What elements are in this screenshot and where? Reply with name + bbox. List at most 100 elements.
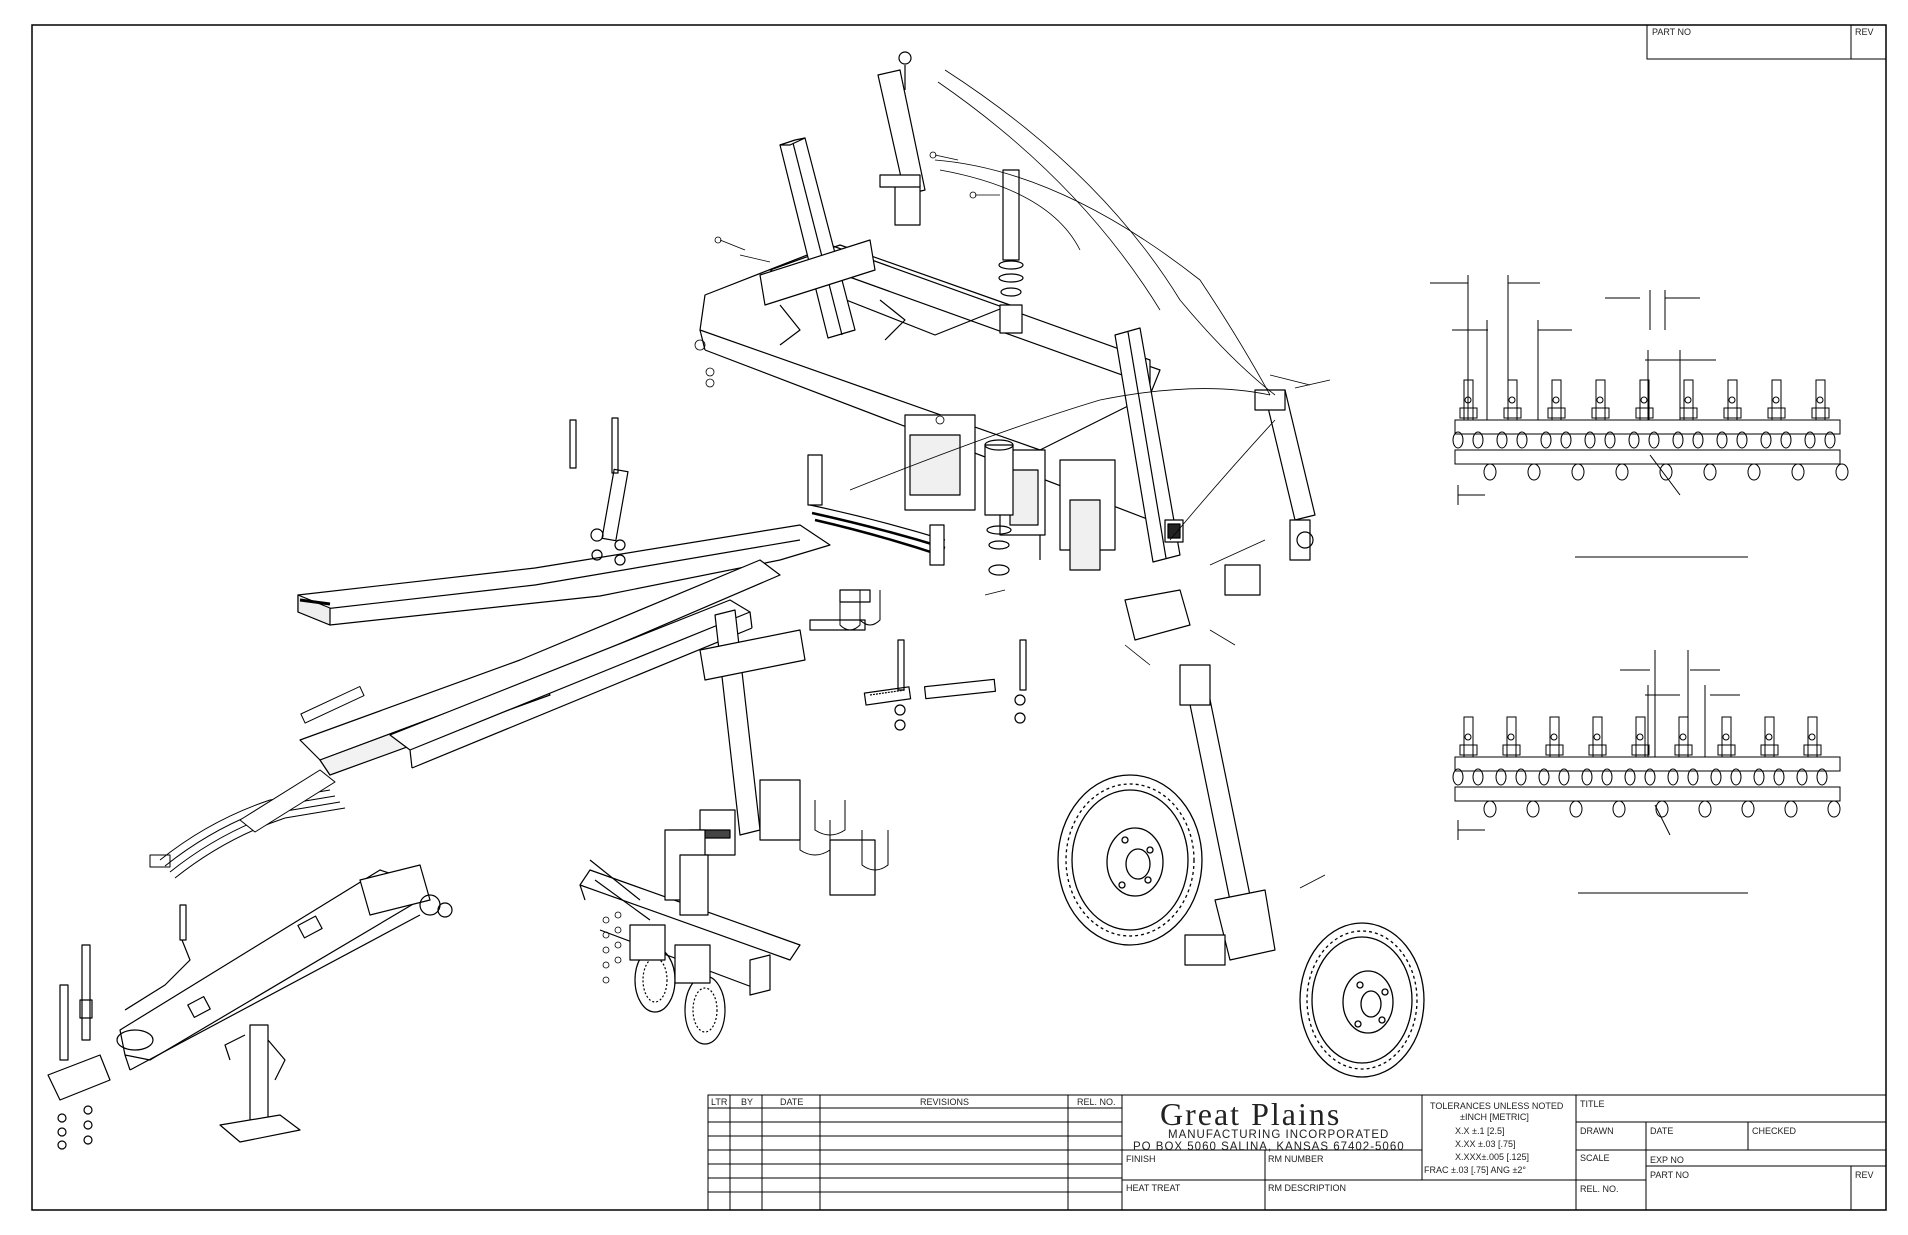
disc (1452, 768, 1464, 786)
bolt (1679, 733, 1687, 741)
bolt (1816, 396, 1824, 404)
row-unit-clamp (1547, 407, 1566, 419)
left-upright (759, 137, 876, 339)
rear-disc (1747, 463, 1761, 481)
rear-disc (1483, 800, 1497, 818)
bolt (1596, 396, 1604, 404)
disc (1667, 768, 1679, 786)
rear-disc (1827, 800, 1841, 818)
bolt (1464, 733, 1472, 741)
plan-view-diagram-2 (1452, 716, 1841, 894)
bolt (1640, 396, 1648, 404)
disc (1540, 431, 1552, 449)
bolt (1765, 733, 1773, 741)
disc (1472, 768, 1484, 786)
top-part-block: PART NO REV (1646, 24, 1887, 60)
disc (1816, 768, 1828, 786)
disc (1601, 768, 1613, 786)
tolerance-line-3: X.XXX±.005 [.125] (1455, 1152, 1529, 1162)
u-bolts (799, 590, 889, 871)
rear-disc (1741, 800, 1755, 818)
row-unit-shank (1764, 716, 1775, 758)
bolt (1552, 396, 1560, 404)
disc (1496, 431, 1508, 449)
row-unit-clamp (1717, 744, 1736, 756)
row-unit-shank (1635, 716, 1646, 758)
top-rev-label: REV (1855, 27, 1874, 37)
row-unit-shank (1807, 716, 1818, 758)
bolt (1722, 733, 1730, 741)
row-unit-shank (1678, 716, 1689, 758)
gauge-wheel-arm (1124, 564, 1276, 966)
rear-disc (1659, 463, 1673, 481)
spring-shank (809, 589, 1027, 731)
disc (1624, 768, 1636, 786)
row-unit-shank (1595, 379, 1606, 421)
rev-label: REV (1855, 1170, 1874, 1180)
disc (1558, 768, 1570, 786)
revisions-table (708, 1095, 1123, 1210)
rear-disc (1571, 463, 1585, 481)
lower-frame (579, 829, 876, 996)
row-unit-clamp (1803, 744, 1822, 756)
bolt (1636, 733, 1644, 741)
plan-view-diagram (1430, 275, 1849, 840)
row-unit-clamp (1767, 407, 1786, 419)
long-beam (389, 599, 753, 769)
rm-description-label: RM DESCRIPTION (1268, 1183, 1346, 1193)
row-unit-clamp (1635, 407, 1654, 419)
rear-disc (1483, 463, 1497, 481)
disc (1515, 768, 1527, 786)
part-no-label: PART NO (1650, 1170, 1689, 1180)
row-unit-clamp (1503, 407, 1522, 419)
row-unit-clamp (1760, 744, 1779, 756)
rev-header-date: DATE (780, 1097, 803, 1107)
rev-header-rel-no: REL. NO. (1077, 1097, 1116, 1107)
hitch-pins (47, 904, 191, 1150)
disc (1672, 431, 1684, 449)
center-leg (689, 609, 806, 856)
drawn-label: DRAWN (1580, 1126, 1614, 1136)
rel-no-label: REL. NO. (1580, 1184, 1619, 1194)
disc (1760, 431, 1772, 449)
tolerances-block: TOLERANCES UNLESS NOTED ±INCH [METRIC] X… (1424, 1101, 1564, 1175)
hydraulic-hoses (149, 686, 365, 879)
revisions-headers: LTR BY DATE REVISIONS REL. NO. (711, 1097, 1116, 1107)
disc (1538, 768, 1550, 786)
hydraulic-lines-top (849, 69, 1276, 541)
rear-toolbar (699, 244, 1161, 571)
right-upright (1114, 327, 1184, 563)
row-unit-shank (1815, 379, 1826, 421)
lift-cylinder-left (877, 51, 926, 226)
rev-header-ltr: LTR (711, 1097, 728, 1107)
rm-number-label: RM NUMBER (1268, 1154, 1324, 1164)
row-unit-shank (1639, 379, 1650, 421)
gauge-wheel-right (1299, 922, 1425, 1078)
gauge-wheel-left (1057, 774, 1203, 946)
rear-disc (1835, 463, 1849, 481)
disc (1692, 431, 1704, 449)
disc (1495, 768, 1507, 786)
rear-disc (1784, 800, 1798, 818)
rear-disc (1698, 800, 1712, 818)
row-unit-shank (1727, 379, 1738, 421)
front-cylinder (569, 417, 629, 566)
disc (1581, 768, 1593, 786)
bolt (1550, 733, 1558, 741)
row-unit-clamp (1723, 407, 1742, 419)
row-unit-clamp (1459, 744, 1478, 756)
disc (1796, 768, 1808, 786)
checked-label: CHECKED (1752, 1126, 1797, 1136)
rear-disc (1569, 800, 1583, 818)
coulter-discs (589, 859, 726, 1045)
disc (1730, 768, 1742, 786)
company-address: PO BOX 5060 SALINA, KANSAS 67402-5060 (1133, 1141, 1405, 1153)
row-unit-clamp (1674, 744, 1693, 756)
scale-label: SCALE (1580, 1153, 1610, 1163)
company-line1: MANUFACTURING INCORPORATED (1168, 1129, 1389, 1141)
toolbar-bar (1454, 756, 1841, 772)
disc (1628, 431, 1640, 449)
company-logo: Great Plains MANUFACTURING INCORPORATED … (1133, 1096, 1405, 1153)
disc (1648, 431, 1660, 449)
